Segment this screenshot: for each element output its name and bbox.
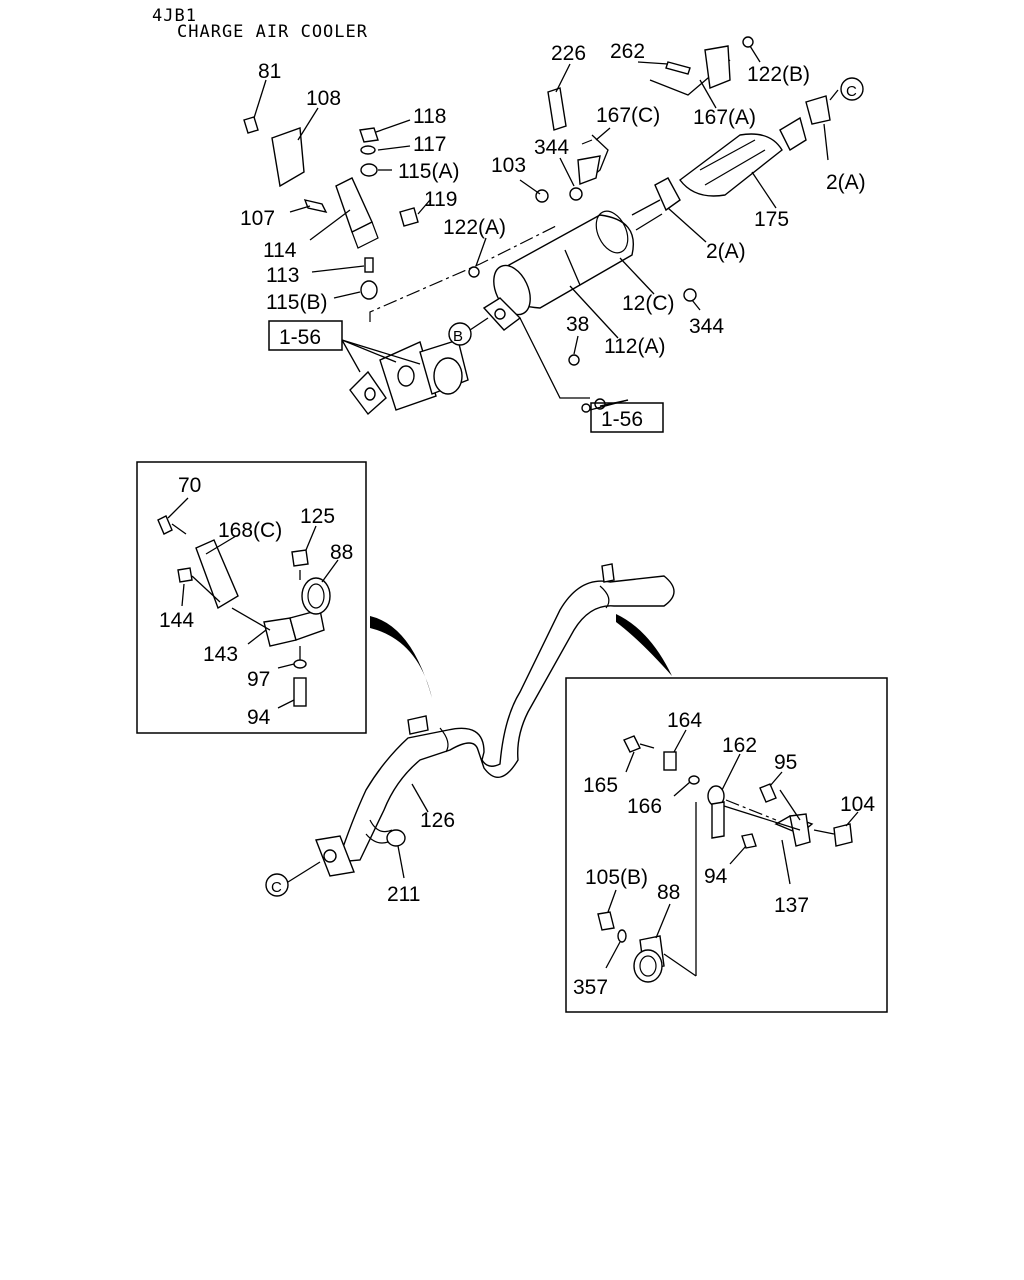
- ref-box-bottom: [590, 402, 664, 433]
- callout-167c: 167(C): [596, 104, 660, 127]
- callout-164: 164: [667, 709, 702, 732]
- mark-c-bottom-circle: [265, 873, 289, 897]
- leader-126: [411, 783, 429, 813]
- callout-262: 262: [610, 40, 645, 63]
- right-detail-leaders: [605, 729, 859, 969]
- callout-115a: 115(A): [398, 160, 459, 183]
- callout-119: 119: [424, 188, 457, 211]
- callout-175: 175: [754, 208, 789, 231]
- callout-122b: 122(B): [747, 63, 810, 86]
- callout-12c: 12(C): [622, 292, 675, 315]
- ref-box-top: [268, 320, 343, 351]
- callout-104: 104: [840, 793, 875, 816]
- catalytic-converter: [654, 95, 831, 212]
- pipe-167: [468, 36, 754, 302]
- callout-81: 81: [258, 60, 281, 83]
- ref-label-top: 1-56: [279, 326, 321, 349]
- callout-105b: 105(B): [585, 866, 648, 889]
- left-detail-parts: [157, 515, 331, 707]
- engine-code: 4JB1: [152, 6, 197, 26]
- callout-88a: 88: [330, 541, 353, 564]
- callout-103: 103: [491, 154, 526, 177]
- right-detail-parts: [597, 735, 853, 983]
- callout-165: 165: [583, 774, 618, 797]
- callout-95: 95: [774, 751, 797, 774]
- callout-162: 162: [722, 734, 757, 757]
- callout-357: 357: [573, 976, 608, 999]
- callout-97: 97: [247, 668, 270, 691]
- detail-box-right: [565, 677, 888, 1013]
- exhaust-manifold: [349, 339, 469, 416]
- callout-144: 144: [159, 609, 194, 632]
- callout-344a: 344: [534, 136, 569, 159]
- upper-leaders: [253, 45, 839, 411]
- hanger-bracket: [243, 116, 419, 300]
- callout-117: 117: [413, 133, 446, 156]
- ref-label-bottom: 1-56: [601, 408, 643, 431]
- callout-113: 113: [266, 264, 299, 287]
- callout-115b: 115(B): [266, 291, 327, 314]
- callout-70: 70: [178, 474, 201, 497]
- detail-box-left: [136, 461, 367, 734]
- mark-c-top-circle: [840, 77, 864, 101]
- callout-38: 38: [566, 313, 589, 336]
- detail-pointer-left: [370, 616, 432, 698]
- callout-344b: 344: [689, 315, 724, 338]
- mark-c-top-label: C: [846, 83, 857, 100]
- callout-94b: 94: [704, 865, 728, 888]
- charge-air-pipe-126: [315, 563, 675, 877]
- callout-112a: 112(A): [604, 335, 665, 358]
- mark-b-circle: [448, 322, 472, 346]
- leader-c-bottom: [287, 861, 321, 883]
- callout-143: 143: [203, 643, 238, 666]
- callout-114: 114: [263, 239, 297, 262]
- left-detail-leaders: [167, 497, 339, 709]
- callout-226: 226: [551, 42, 586, 65]
- callout-126: 126: [420, 809, 455, 832]
- callout-211: 211: [387, 883, 420, 906]
- mark-b-label: B: [453, 328, 463, 345]
- callout-2a-2: 2(A): [706, 240, 746, 263]
- callout-166: 166: [627, 795, 662, 818]
- detail-pointer-right: [616, 614, 672, 676]
- callout-88b: 88: [657, 881, 680, 904]
- callout-167a: 167(A): [693, 106, 756, 129]
- callout-168c: 168(C): [218, 519, 282, 542]
- leader-211: [397, 845, 405, 879]
- callout-122a: 122(A): [443, 216, 506, 239]
- callout-107: 107: [240, 207, 275, 230]
- callout-94a: 94: [247, 706, 271, 729]
- callout-118: 118: [413, 105, 446, 128]
- diagram-title: CHARGE AIR COOLER: [177, 22, 368, 42]
- callout-108: 108: [306, 87, 341, 110]
- callout-2a-1: 2(A): [826, 171, 866, 194]
- callout-125: 125: [300, 505, 335, 528]
- mark-c-bottom-label: C: [271, 879, 282, 896]
- callout-137: 137: [774, 894, 809, 917]
